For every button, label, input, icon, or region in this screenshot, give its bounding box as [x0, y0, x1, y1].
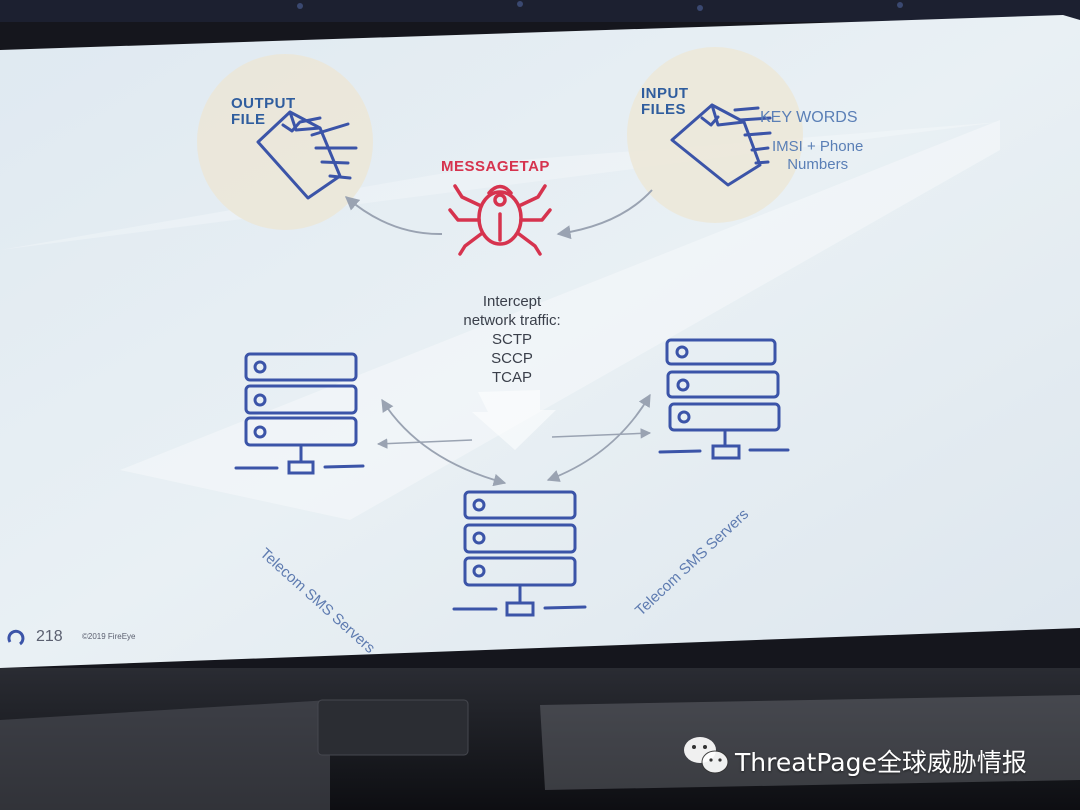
- stage-edge: [0, 700, 330, 810]
- messagetap-bug-icon: [448, 184, 552, 256]
- fireeye-logo-icon: [7, 629, 25, 646]
- output-file-label: OUTPUT FILE: [231, 95, 296, 128]
- right-server-icon: [658, 338, 790, 460]
- arrow-to-right-server: [551, 428, 652, 439]
- keywords-label: KEY WORDS: [760, 109, 858, 126]
- stage-monitor: [317, 699, 469, 756]
- arrow-from-input: [556, 189, 653, 240]
- page-number: 218: [36, 628, 63, 645]
- slide-ray: [120, 120, 1000, 520]
- arrow-left-center: [381, 398, 507, 487]
- input-files-icon: [670, 103, 772, 187]
- copyright: ©2019 FireEye: [82, 632, 136, 641]
- imsi-label: IMSI + Phone Numbers: [772, 138, 864, 173]
- center-server-icon: [452, 490, 587, 617]
- arrow-to-output: [344, 196, 443, 236]
- arrow-center-right: [546, 393, 651, 482]
- left-server-icon: [234, 352, 365, 475]
- watermark-text: ThreatPage全球威胁情报: [735, 748, 1027, 777]
- output-circle: [197, 54, 373, 230]
- input-circle: [627, 47, 803, 223]
- stage-panel: [540, 695, 1080, 790]
- ceiling: [0, 0, 1080, 22]
- intercept-label: Intercept network traffic: SCTP SCCP TCA…: [463, 293, 561, 386]
- arrow-to-left-server: [376, 438, 473, 449]
- messagetap-label: MESSAGETAP: [441, 158, 550, 175]
- input-files-label: INPUT FILES: [641, 85, 689, 118]
- output-file-icon: [256, 110, 358, 200]
- wechat-icon: [684, 737, 729, 774]
- ceiling-lights: [297, 1, 903, 11]
